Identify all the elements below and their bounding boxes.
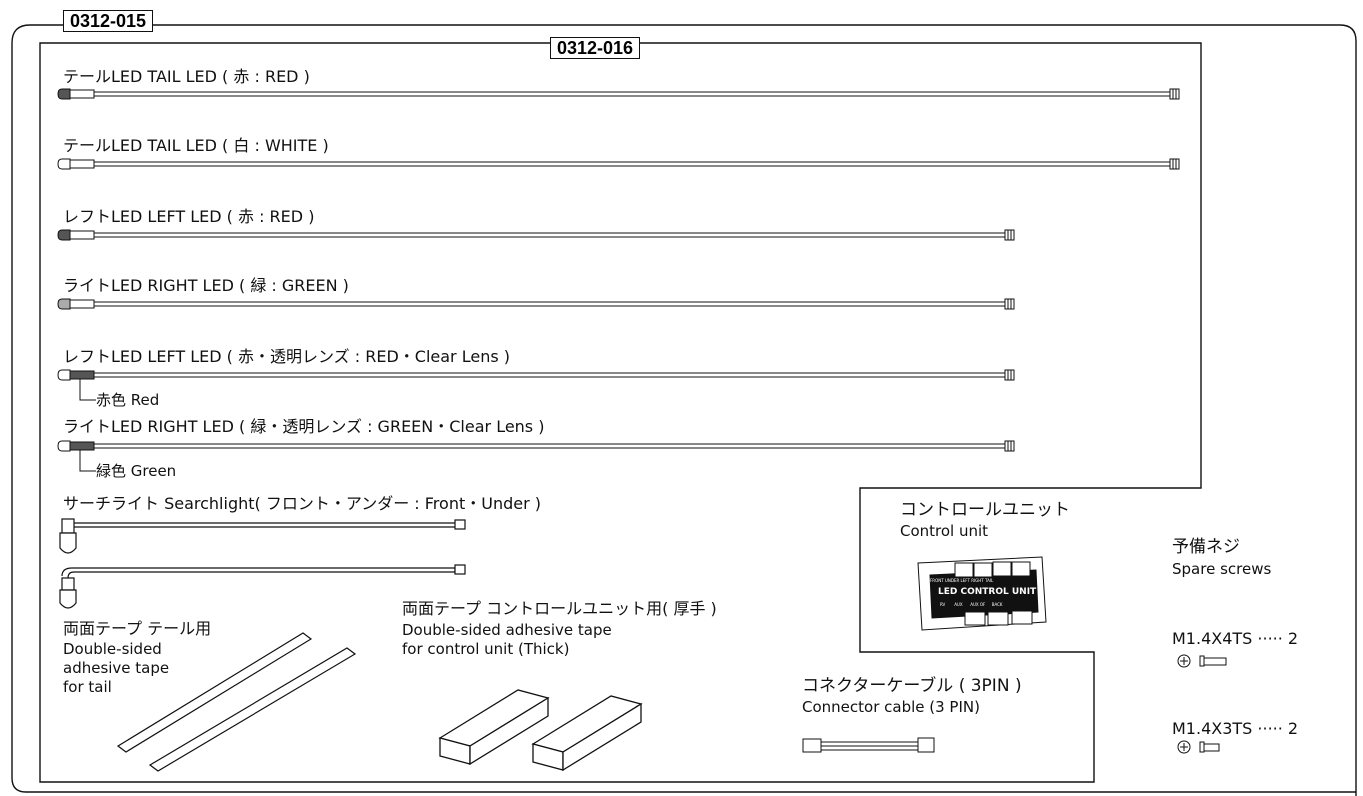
led-set-code-tag: 0312-016 (550, 37, 641, 59)
control-unit-label-jp: コントロールユニット (900, 500, 1070, 520)
kit-code-tag: 0312-015 (63, 10, 154, 32)
connector-cable-label-en: Connector cable (3 PIN) (802, 698, 980, 716)
tail-tape-strips (116, 632, 357, 772)
control-unit-label-en: Control unit (900, 522, 989, 540)
tail-tape-label-jp: 両面テープ テール用 (63, 619, 212, 638)
led-wire (57, 88, 1180, 100)
searchlight-front (59, 518, 466, 554)
led-label: レフトLED LEFT LED ( 赤 : RED ) (63, 207, 315, 226)
thick-tape-block-2 (531, 695, 643, 772)
led-wire (57, 440, 1015, 472)
tail-tape-label-en: Double-sided (63, 640, 162, 658)
led-label: テールLED TAIL LED ( 赤 : RED ) (63, 67, 310, 86)
led-set-outline (39, 42, 1202, 783)
control-unit-drawing (917, 556, 1047, 631)
led-wire (57, 158, 1180, 170)
sleeve-label: 緑色 Green (96, 462, 177, 480)
connector-cable-drawing (802, 737, 935, 753)
led-label: レフトLED LEFT LED ( 赤・透明レンズ : RED・Clear Le… (63, 347, 510, 366)
connector-cable-label-jp: コネクターケーブル ( 3PIN ) (802, 676, 1022, 696)
led-label: ライトLED RIGHT LED ( 緑・透明レンズ : GREEN・Clear… (63, 417, 545, 436)
tail-tape-label-en: for tail (63, 678, 112, 696)
thick-tape-block-1 (438, 689, 550, 766)
led-label: テールLED TAIL LED ( 白 : WHITE ) (63, 136, 329, 155)
tail-tape-label-en: adhesive tape (63, 659, 170, 677)
led-wire (57, 229, 1015, 241)
sleeve-label: 赤色 Red (96, 391, 160, 409)
led-wire (57, 369, 1015, 401)
kit-outline (11, 24, 1357, 796)
control-unit-panel-text: LED CONTROL UNIT (938, 587, 1037, 597)
searchlight-under (59, 564, 466, 609)
led-wire (57, 298, 1015, 310)
control-tape-label-en: for control unit (Thick) (402, 640, 570, 658)
control-unit-top-ports: FRONT UNDER LEFT RIGHT TAIL (930, 578, 994, 583)
control-tape-label-jp: 両面テープ コントロールユニット用( 厚手 ) (402, 599, 717, 618)
spare-screws-label-en: Spare screws (1172, 560, 1272, 578)
screw-icons (1177, 654, 1227, 754)
screw-spec: M1.4X3TS ····· 2 (1172, 719, 1299, 738)
control-unit-bottom-ports: RV AUX AUX OF BACK (940, 602, 1003, 607)
searchlight-label: サーチライト Searchlight( フロント・アンダー : Front・Un… (63, 494, 541, 513)
control-tape-label-en: Double-sided adhesive tape (402, 621, 612, 639)
spare-screws-label-jp: 予備ネジ (1172, 537, 1240, 557)
led-label: ライトLED RIGHT LED ( 緑 : GREEN ) (63, 276, 349, 295)
screw-spec: M1.4X4TS ····· 2 (1172, 629, 1299, 648)
